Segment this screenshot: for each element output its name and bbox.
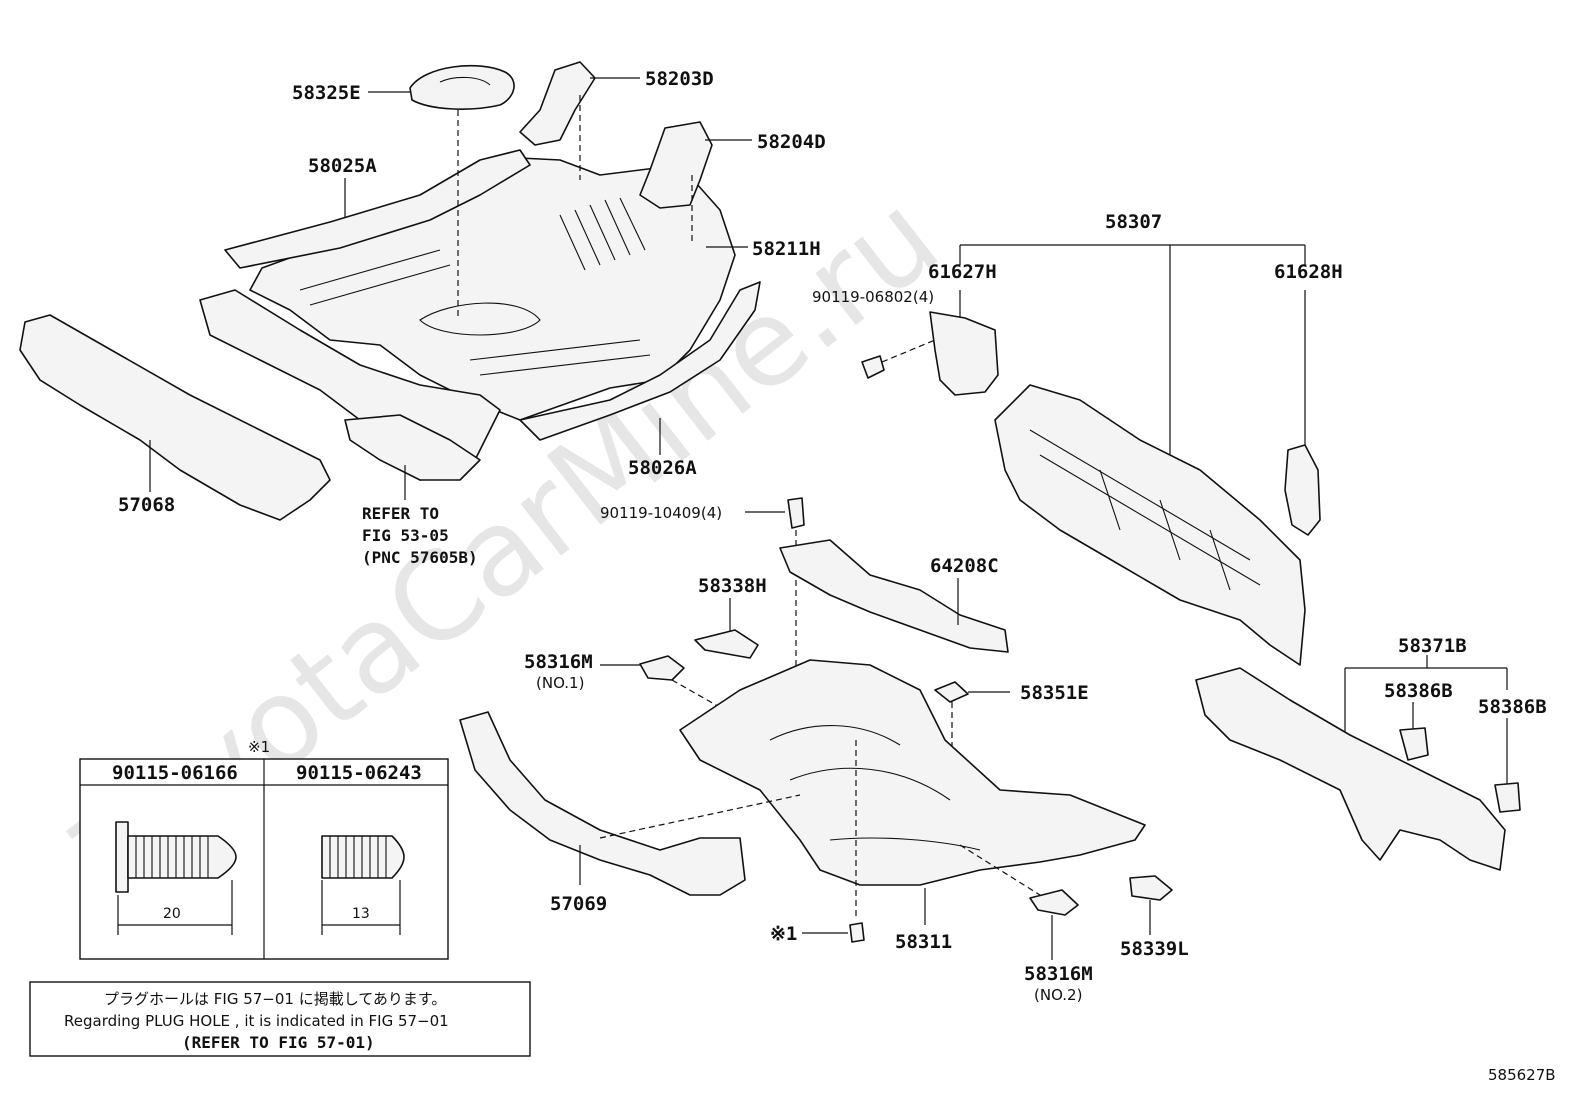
note-box bbox=[29, 981, 531, 1057]
label-58311: 58311 bbox=[895, 931, 952, 953]
note-line-en: Regarding PLUG HOLE , it is indicated in… bbox=[64, 1012, 449, 1030]
label-58316M-2-sub: (NO.2) bbox=[1034, 986, 1082, 1004]
plug-fastener bbox=[849, 922, 865, 943]
bracket-61628H bbox=[1284, 444, 1321, 536]
label-57068: 57068 bbox=[118, 494, 175, 516]
label-58316M-1: 58316M bbox=[524, 651, 593, 673]
label-58386B-b: 58386B bbox=[1478, 696, 1547, 718]
label-58316M-2: 58316M bbox=[1024, 963, 1093, 985]
note-line-jp: プラグホールは FIG 57−01 に掲載してあります。 bbox=[104, 990, 446, 1008]
table-col-1: 90115-06166 bbox=[112, 762, 238, 784]
label-58338H: 58338H bbox=[698, 575, 767, 597]
dash-panel-58307 bbox=[994, 384, 1306, 666]
label-58307: 58307 bbox=[1105, 211, 1162, 233]
side-member-58025A bbox=[224, 149, 531, 269]
bracket-58204D bbox=[639, 121, 713, 209]
dim-20: 20 bbox=[163, 906, 181, 922]
brace-64208C bbox=[779, 539, 1009, 653]
bracket-58338H bbox=[694, 629, 759, 659]
dash-panel-detail bbox=[1029, 429, 1261, 591]
dash-57069 bbox=[599, 794, 801, 839]
side-member-58026A bbox=[519, 281, 761, 441]
front-floor-58311 bbox=[679, 659, 1146, 886]
bracket-58386B-b bbox=[1494, 782, 1521, 813]
label-58316M-1-sub: (NO.1) bbox=[536, 674, 584, 692]
table-col-2: 90115-06243 bbox=[296, 762, 422, 784]
plug-90115-06243 bbox=[321, 835, 405, 935]
label-58204D: 58204D bbox=[757, 131, 826, 153]
cover-58325E bbox=[409, 64, 515, 110]
front-floor-detail bbox=[769, 725, 981, 851]
side-member-57069 bbox=[459, 711, 746, 896]
table-title-mark: ※1 bbox=[248, 738, 270, 756]
bracket-58386B-a bbox=[1399, 727, 1429, 761]
bracket-58316M-1 bbox=[639, 655, 685, 681]
dash-90119-06802 bbox=[881, 339, 936, 363]
label-58211H: 58211H bbox=[752, 238, 821, 260]
label-58386B-a: 58386B bbox=[1384, 680, 1453, 702]
label-61627H: 61627H bbox=[928, 261, 997, 283]
label-58371B: 58371B bbox=[1398, 635, 1467, 657]
refer-line-3: (PNC 57605B) bbox=[362, 548, 478, 567]
label-58325E: 58325E bbox=[292, 82, 361, 104]
bracket-61627H bbox=[929, 311, 999, 396]
label-58025A: 58025A bbox=[308, 155, 377, 177]
refer-line-2: FIG 53-05 bbox=[362, 526, 449, 545]
bracket-58316M-2 bbox=[1029, 889, 1079, 916]
label-90119-06802: 90119-06802(4) bbox=[812, 288, 934, 306]
label-61628H: 61628H bbox=[1274, 261, 1343, 283]
label-90119-10409: 90119-10409(4) bbox=[600, 504, 722, 522]
label-58026A: 58026A bbox=[628, 457, 697, 479]
note-line-ref: (REFER TO FIG 57-01) bbox=[182, 1033, 375, 1052]
floor-piece-57605B bbox=[344, 414, 481, 481]
label-58351E: 58351E bbox=[1020, 682, 1089, 704]
label-ref-mark-1: ※1 bbox=[770, 923, 797, 945]
dash-58316M-2 bbox=[959, 844, 1041, 896]
label-57069: 57069 bbox=[550, 893, 607, 915]
dim-13: 13 bbox=[352, 906, 370, 922]
bracket-58339L bbox=[1129, 875, 1173, 901]
label-64208C: 64208C bbox=[930, 555, 999, 577]
plug-90115-06166 bbox=[115, 821, 237, 935]
refer-line-1: REFER TO bbox=[362, 504, 439, 523]
bolt-90119-06802 bbox=[861, 355, 885, 379]
rear-floor-ribs bbox=[299, 197, 651, 376]
cowl-58371B bbox=[1195, 667, 1506, 871]
panel-57068 bbox=[19, 314, 331, 521]
cover-detail bbox=[439, 76, 491, 86]
figure-code: 585627B bbox=[1488, 1066, 1556, 1084]
bracket-58351E bbox=[934, 681, 969, 703]
label-58339L: 58339L bbox=[1120, 938, 1189, 960]
bracket-58203D bbox=[519, 61, 596, 146]
bolt-90119-10409 bbox=[787, 497, 805, 529]
label-58203D: 58203D bbox=[645, 68, 714, 90]
